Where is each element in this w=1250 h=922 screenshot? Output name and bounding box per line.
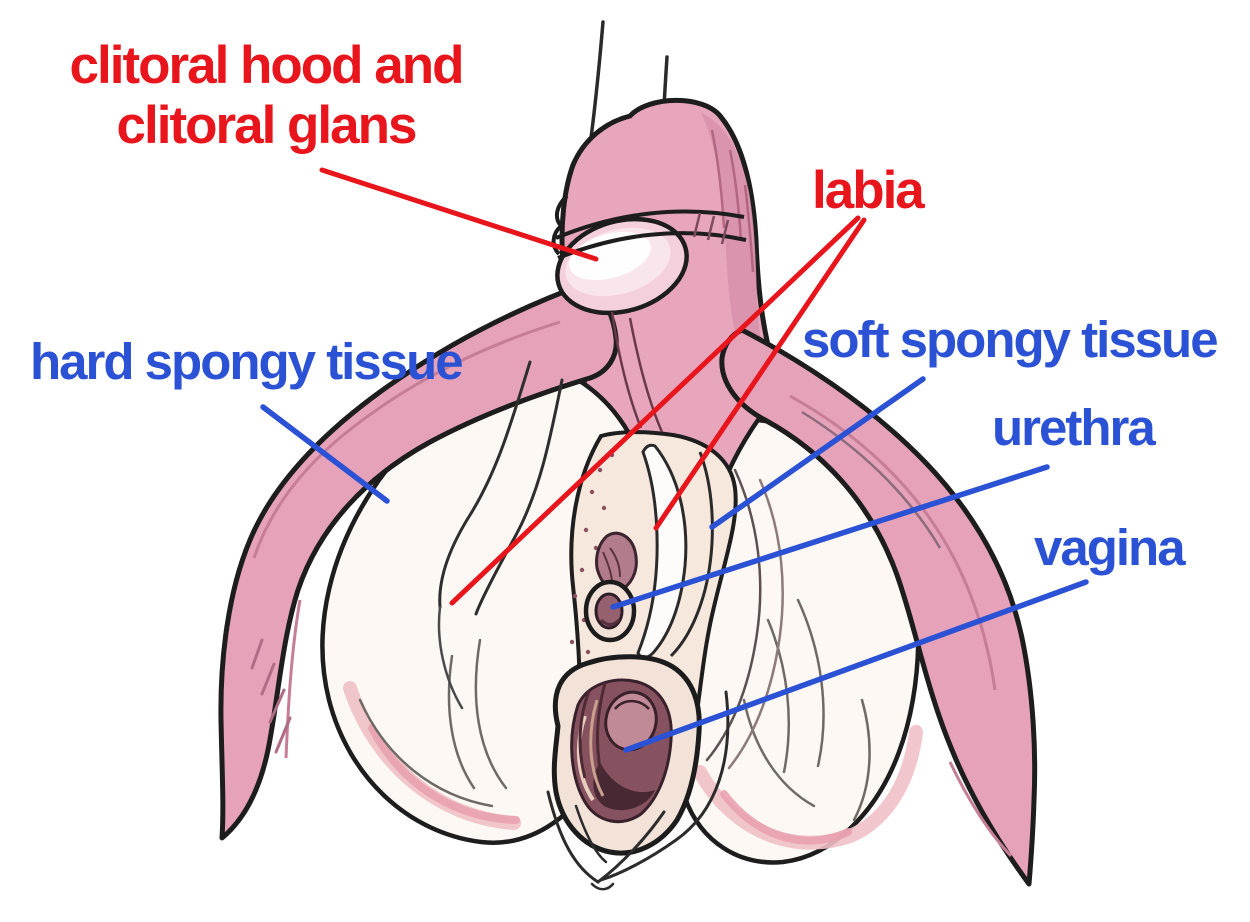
left-crus-wing bbox=[218, 279, 619, 841]
leader-clitoral-hood bbox=[319, 167, 599, 262]
label-urethra: urethra bbox=[992, 399, 1156, 456]
clitoral-hood-bands bbox=[551, 194, 747, 433]
leader-lines bbox=[260, 167, 1089, 753]
bulb-shading bbox=[343, 598, 923, 850]
label-line-2: clitoral glans bbox=[116, 96, 418, 156]
label-vagina: vagina bbox=[1034, 519, 1186, 576]
leader-urethra bbox=[610, 464, 1050, 610]
label-line-1: clitoral hood and bbox=[69, 36, 465, 95]
leader-labia-left bbox=[449, 215, 861, 606]
leader-vagina bbox=[623, 579, 1089, 753]
label-clitoral-hood-and-glans: clitoral hood and clitoral glans bbox=[20, 36, 512, 157]
stipple-shading bbox=[569, 452, 615, 671]
leader-labia-right bbox=[653, 217, 867, 531]
vaginal-opening bbox=[551, 654, 702, 856]
right-crus-wing bbox=[719, 327, 1038, 887]
label-labia: labia bbox=[812, 161, 925, 220]
urethral-opening bbox=[583, 579, 637, 643]
leader-hard-spongy bbox=[260, 404, 390, 504]
inner-labia-outlines bbox=[437, 360, 784, 770]
leader-soft-spongy bbox=[709, 376, 926, 530]
clitoral-glans bbox=[555, 216, 689, 316]
label-hard-spongy-tissue: hard spongy tissue bbox=[30, 333, 464, 390]
label-soft-spongy-tissue: soft spongy tissue bbox=[802, 311, 1219, 368]
perineum-outlines bbox=[546, 690, 730, 891]
